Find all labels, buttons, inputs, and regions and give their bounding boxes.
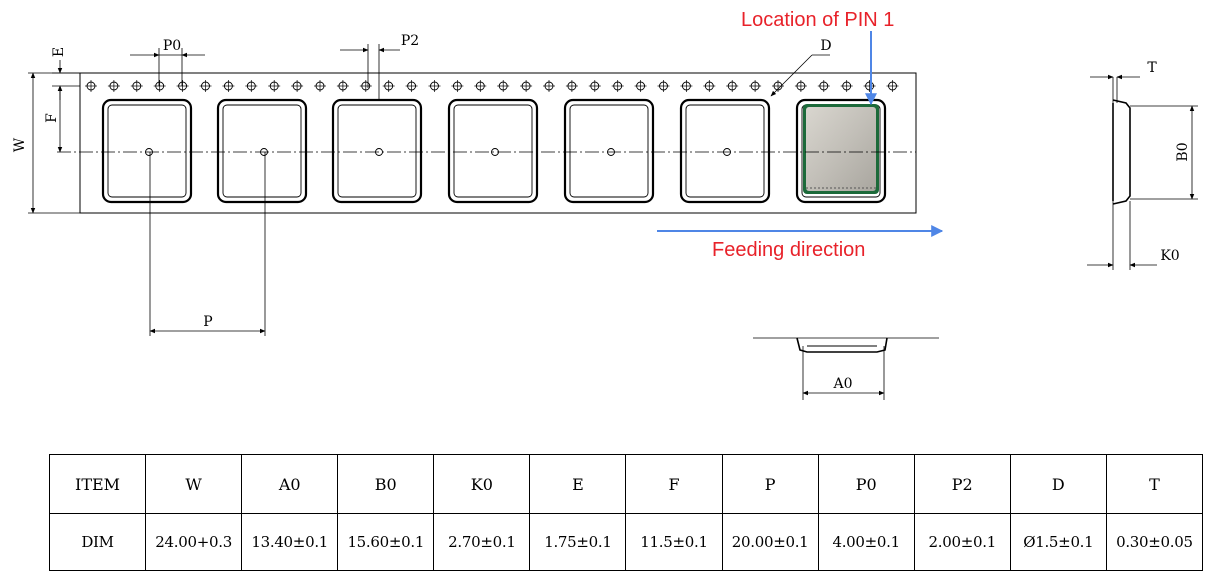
sprocket-hole bbox=[588, 80, 601, 92]
table-cell: 4.00±0.1 bbox=[817, 513, 915, 571]
table-cell: 0.30±0.05 bbox=[1105, 513, 1204, 571]
sprocket-hole bbox=[130, 80, 143, 92]
module-chip bbox=[803, 104, 879, 194]
dim-w: W bbox=[12, 72, 80, 214]
dim-p2-label: P2 bbox=[401, 33, 419, 49]
sprocket-hole bbox=[497, 80, 510, 92]
table-cell: F bbox=[625, 453, 723, 515]
dim-k0-label: K0 bbox=[1160, 248, 1179, 264]
sprocket-hole bbox=[543, 80, 555, 92]
pocket bbox=[216, 98, 308, 204]
sprocket-hole bbox=[840, 80, 853, 92]
table-cell: 11.5±0.1 bbox=[625, 513, 723, 571]
sprocket-hole bbox=[222, 80, 235, 92]
table-cell: T bbox=[1105, 453, 1204, 515]
sprocket-hole bbox=[794, 80, 807, 92]
dim-f-label: F bbox=[44, 113, 60, 123]
sprocket-hole bbox=[85, 80, 97, 92]
table-cell: 15.60±0.1 bbox=[337, 513, 435, 571]
sprocket-hole bbox=[153, 80, 166, 92]
sprocket-hole bbox=[703, 80, 716, 92]
pocket bbox=[563, 98, 655, 204]
sprocket-hole bbox=[634, 80, 647, 92]
pockets bbox=[101, 98, 887, 204]
dim-t-label: T bbox=[1147, 60, 1157, 76]
table-cell: B0 bbox=[337, 453, 435, 515]
table-cell: K0 bbox=[433, 453, 531, 515]
dim-e-label: E bbox=[51, 47, 67, 57]
feeding-label: Feeding direction bbox=[712, 239, 865, 261]
sprocket-hole bbox=[428, 80, 441, 92]
dim-d-label: D bbox=[820, 38, 831, 54]
table-cell: DIM bbox=[48, 513, 147, 571]
pocket bbox=[101, 98, 193, 204]
sprocket-hole bbox=[405, 80, 418, 92]
table-value-row: DIM 24.00+0.3 13.40±0.1 15.60±0.1 2.70±0… bbox=[48, 513, 1204, 571]
pocket bbox=[447, 98, 539, 204]
table-cell: P2 bbox=[913, 453, 1011, 515]
dim-p2: P2 bbox=[340, 33, 419, 100]
sprocket-hole bbox=[107, 80, 120, 92]
carrier-tape bbox=[79, 72, 917, 214]
sprocket-hole bbox=[336, 80, 349, 92]
dim-b0-label: B0 bbox=[1175, 142, 1191, 161]
table-cell: 2.00±0.1 bbox=[913, 513, 1011, 571]
table-cell: 20.00±0.1 bbox=[721, 513, 819, 571]
table-cell: P bbox=[721, 453, 819, 515]
table-cell: Ø1.5±0.1 bbox=[1009, 513, 1107, 571]
dim-d: D bbox=[770, 38, 832, 97]
sprocket-hole bbox=[565, 80, 578, 92]
table-cell: ITEM bbox=[48, 453, 147, 515]
sprocket-hole bbox=[863, 80, 876, 92]
table-cell: P0 bbox=[817, 453, 915, 515]
dim-p-label: P bbox=[203, 314, 212, 330]
sprocket-hole bbox=[772, 80, 784, 92]
sprocket-hole bbox=[520, 80, 533, 92]
sprocket-hole bbox=[268, 80, 281, 92]
sprocket-hole bbox=[886, 80, 899, 92]
sprocket-hole bbox=[680, 80, 693, 92]
dim-p0-label: P0 bbox=[163, 38, 181, 54]
pin1-annotation: Location of PIN 1 bbox=[741, 9, 894, 106]
table-cell: 2.70±0.1 bbox=[433, 513, 531, 571]
sprocket-hole bbox=[474, 80, 487, 92]
sprocket-hole bbox=[382, 80, 395, 92]
table-cell: 24.00+0.3 bbox=[145, 513, 243, 571]
section-view: A0 bbox=[753, 337, 939, 400]
dim-a0-label: A0 bbox=[832, 376, 852, 392]
sprocket-hole bbox=[359, 80, 372, 92]
table-cell: D bbox=[1009, 453, 1107, 515]
dim-w-label: W bbox=[12, 137, 28, 152]
sprocket-hole bbox=[451, 80, 464, 92]
sprocket-hole bbox=[199, 80, 212, 92]
dim-f: F bbox=[44, 85, 63, 153]
sprocket-hole bbox=[749, 80, 762, 92]
table-cell: W bbox=[145, 453, 243, 515]
dim-e: E bbox=[51, 47, 80, 100]
sprocket-hole bbox=[291, 80, 304, 92]
sprocket-holes bbox=[85, 80, 899, 92]
feeding-annotation: Feeding direction bbox=[657, 225, 944, 261]
table-cell: 1.75±0.1 bbox=[529, 513, 627, 571]
pocket bbox=[331, 98, 423, 204]
dimension-table: ITEM W A0 B0 K0 E F P P0 P2 D T DIM 24.0… bbox=[48, 453, 1204, 571]
sprocket-hole bbox=[657, 80, 670, 92]
table-cell: E bbox=[529, 453, 627, 515]
sprocket-hole bbox=[817, 80, 830, 92]
side-view: T B0 K0 bbox=[1087, 60, 1198, 270]
sprocket-hole bbox=[611, 80, 624, 92]
table-cell: A0 bbox=[241, 453, 339, 515]
dim-p: P bbox=[149, 152, 266, 336]
sprocket-hole bbox=[314, 80, 326, 92]
pin1-label: Location of PIN 1 bbox=[741, 9, 894, 31]
sprocket-hole bbox=[245, 80, 258, 92]
table-header-row: ITEM W A0 B0 K0 E F P P0 P2 D T bbox=[48, 453, 1204, 515]
table-cell: 13.40±0.1 bbox=[241, 513, 339, 571]
pocket bbox=[679, 98, 771, 204]
sprocket-hole bbox=[726, 80, 739, 92]
sprocket-hole bbox=[176, 80, 189, 92]
dim-p0: P0 bbox=[130, 38, 205, 86]
